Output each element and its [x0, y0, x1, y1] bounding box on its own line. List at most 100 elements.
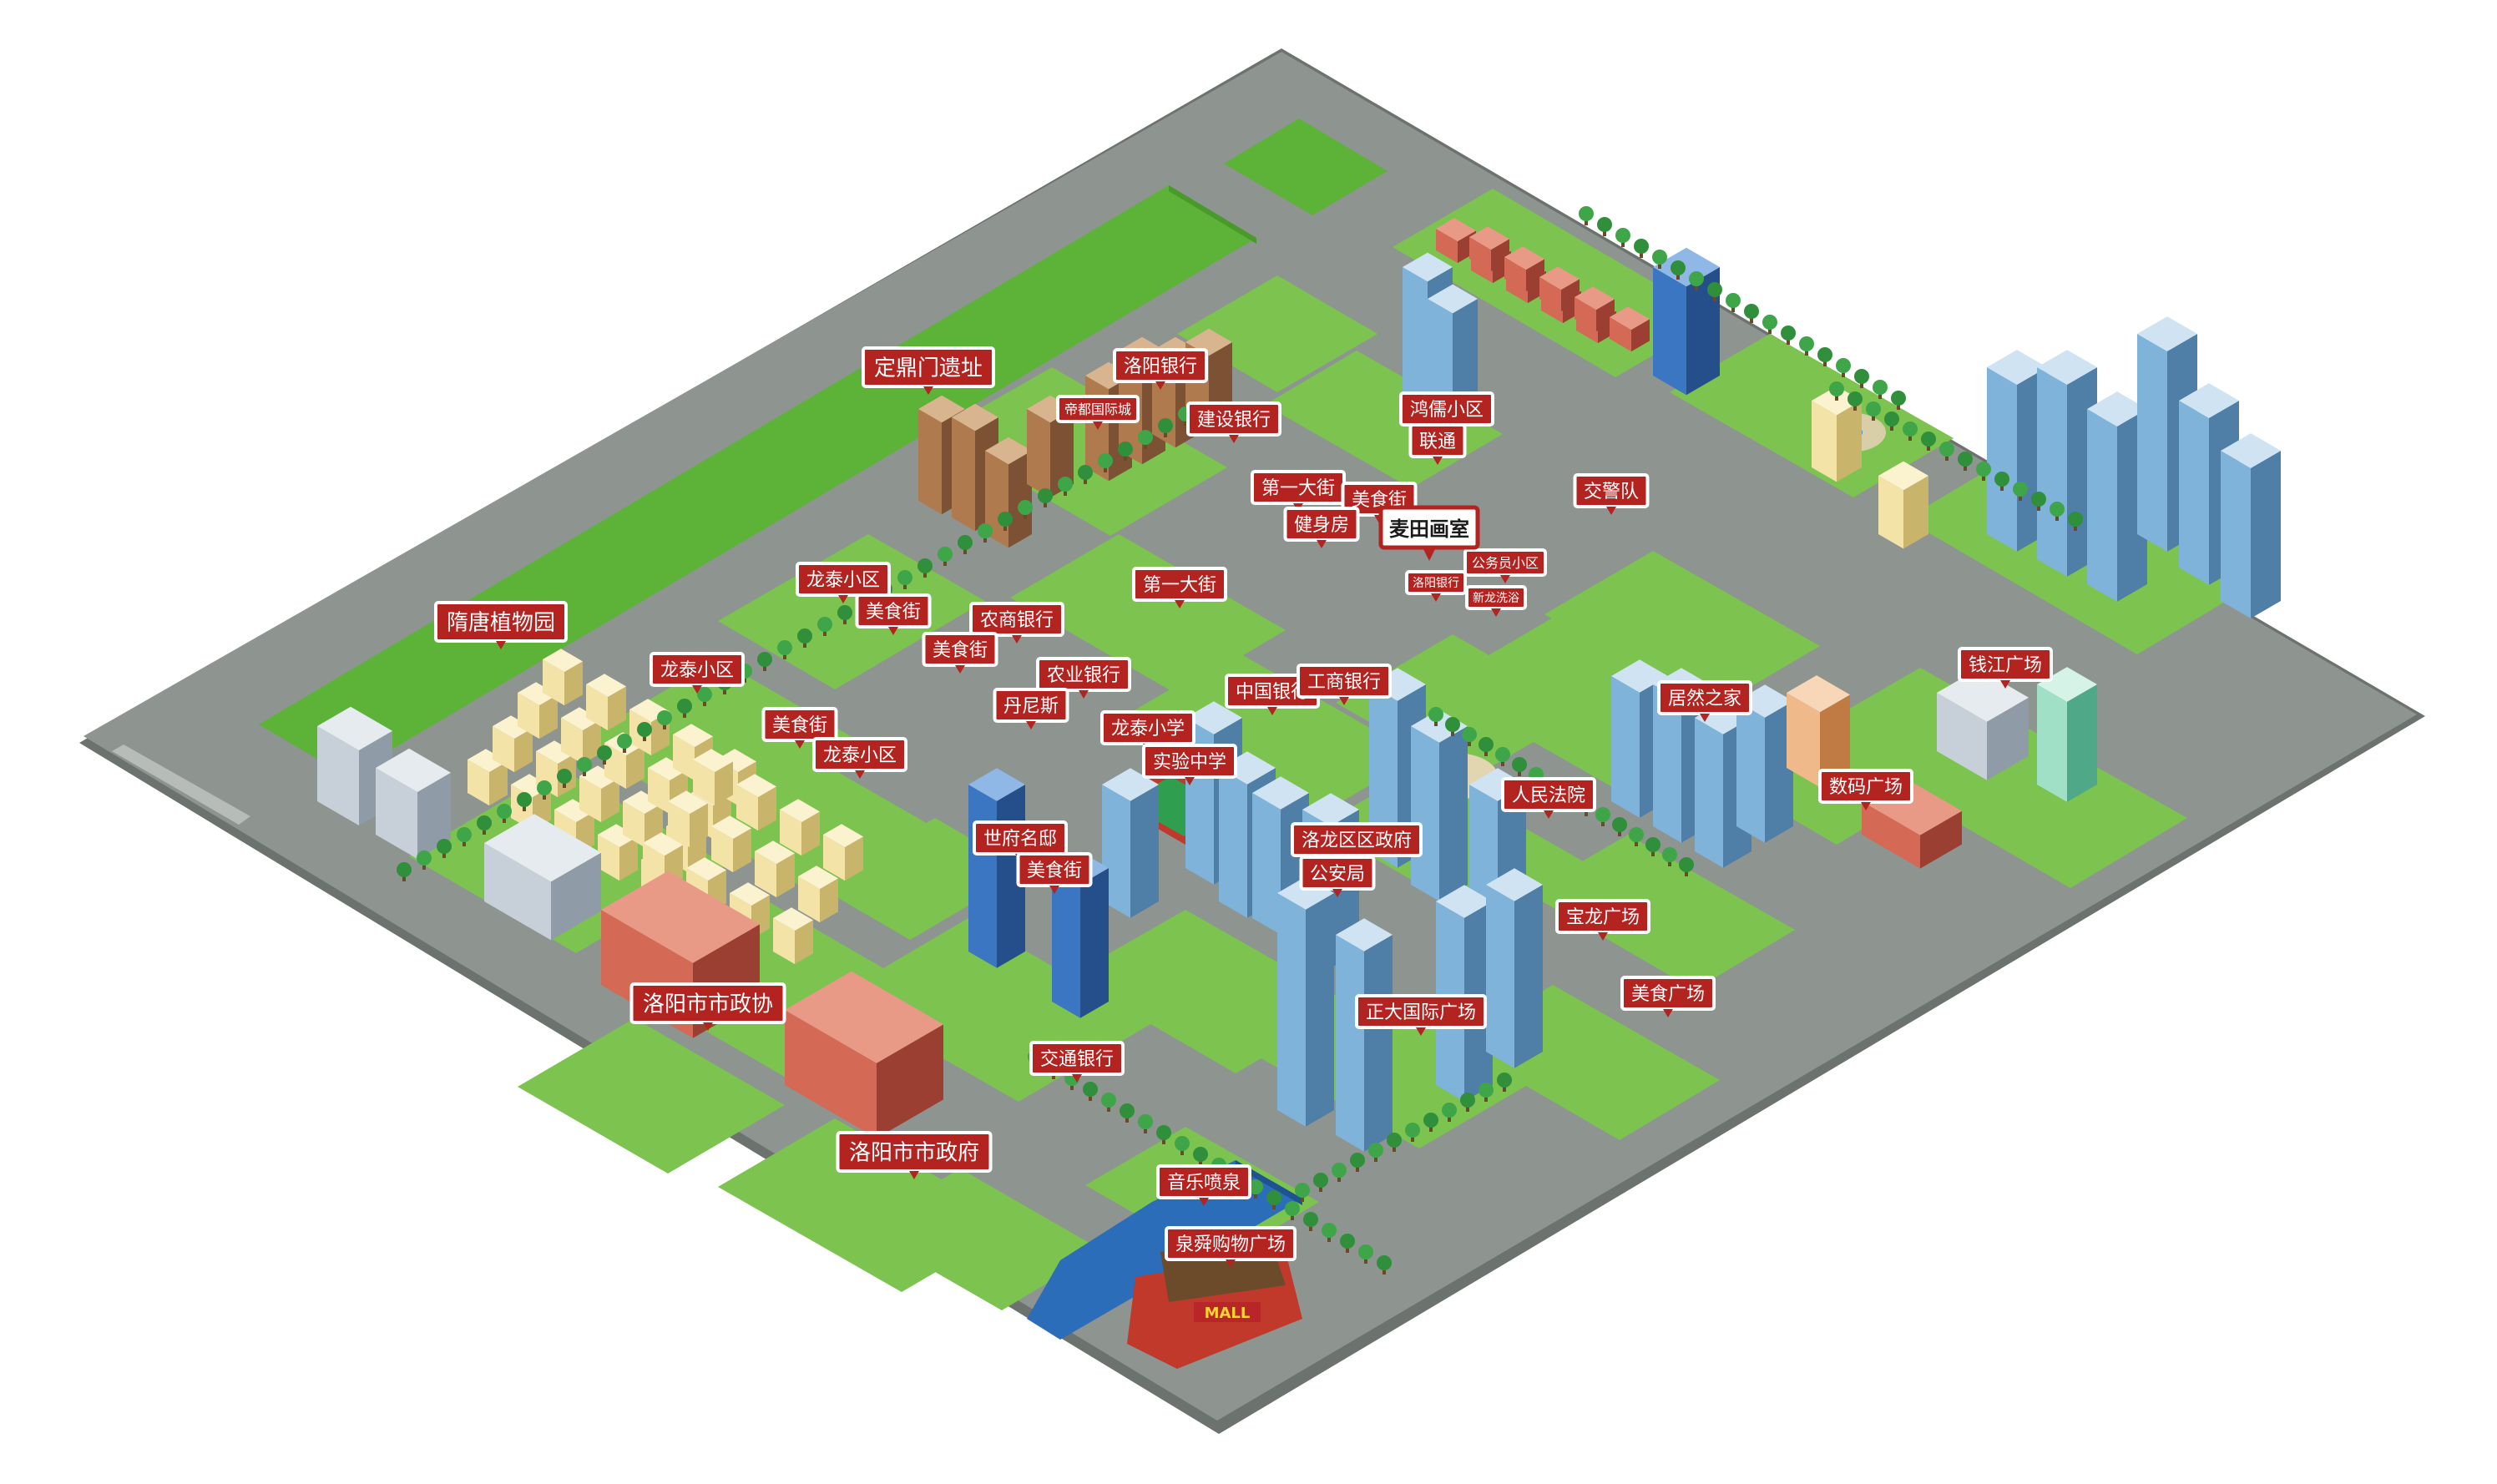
zhengfu-building — [785, 971, 943, 1138]
map-label-dannisi[interactable]: 丹尼斯 — [993, 688, 1069, 729]
map-label-zhengda[interactable]: 正大国际广场 — [1355, 994, 1487, 1036]
map-label-zhengxie[interactable]: 洛阳市市政协 — [629, 982, 786, 1031]
house-b-2-3 — [823, 824, 863, 881]
label-text: 美食广场 — [1631, 984, 1705, 1005]
map-label-diyidajie-2[interactable]: 第一大街 — [1132, 567, 1227, 608]
tree — [1428, 707, 1443, 726]
label-pointer — [1072, 1074, 1082, 1083]
map-label-shiyan[interactable]: 实验中学 — [1142, 744, 1237, 785]
east-tower-3 — [1736, 684, 1793, 843]
tower-right-3 — [2137, 316, 2197, 552]
map-label-longtai-3[interactable]: 龙泰小区 — [812, 737, 907, 779]
map-label-gongshang[interactable]: 工商银行 — [1297, 664, 1392, 705]
map-label-jianshenfang[interactable]: 健身房 — [1283, 507, 1360, 548]
house-2-2 — [604, 732, 644, 790]
map-label-jiaotong[interactable]: 交通银行 — [1029, 1041, 1125, 1083]
map-label-luoyang-bank[interactable]: 洛阳银行 — [1113, 348, 1208, 390]
map-label-baolong[interactable]: 宝龙广场 — [1555, 899, 1650, 941]
label-text: 钱江广场 — [1969, 655, 2042, 676]
tree — [1118, 442, 1133, 461]
blue-block — [1653, 247, 1720, 396]
map-label-gongwuyuan[interactable]: 公务员小区 — [1463, 548, 1547, 583]
label-text: 新龙洗浴 — [1473, 592, 1519, 605]
tree — [577, 757, 592, 776]
map-label-gongan[interactable]: 公安局 — [1299, 856, 1376, 897]
map-label-shifu[interactable]: 世府名邸 — [973, 820, 1068, 862]
tree — [1098, 453, 1113, 472]
map-label-suitang[interactable]: 隋唐植物园 — [434, 601, 568, 649]
label-text: 丹尼斯 — [1003, 696, 1059, 717]
tree — [1460, 1093, 1475, 1112]
label-pointer — [1012, 635, 1022, 644]
house-b-2-2 — [780, 799, 820, 856]
map-label-yinyue[interactable]: 音乐喷泉 — [1156, 1164, 1251, 1206]
label-pointer — [2000, 680, 2010, 689]
label-text: 龙泰小学 — [1111, 719, 1185, 739]
map-label-quanshun[interactable]: 泉舜购物广场 — [1165, 1226, 1297, 1268]
map-label-dingding[interactable]: 定鼎门遗址 — [862, 346, 995, 395]
label-pointer — [888, 627, 898, 635]
tree — [757, 652, 772, 671]
map-label-xinlong[interactable]: 新龙洗浴 — [1465, 585, 1527, 617]
map-label-luoyang-bank-2[interactable]: 洛阳银行 — [1405, 570, 1467, 602]
map-label-meishijie-5[interactable]: 美食街 — [1016, 852, 1093, 894]
map-label-longtai-1[interactable]: 龙泰小区 — [796, 562, 891, 603]
tree — [637, 722, 652, 741]
map-label-renmin[interactable]: 人民法院 — [1501, 777, 1596, 819]
tree — [1303, 1212, 1318, 1231]
label-pointer — [909, 1171, 919, 1179]
label-pointer — [1433, 457, 1443, 465]
tree — [1285, 1201, 1300, 1220]
tree — [837, 605, 852, 624]
tree — [1120, 1103, 1135, 1123]
map-label-diyidajie-1[interactable]: 第一大街 — [1251, 470, 1346, 512]
tree — [497, 804, 512, 823]
map-label-jianshe[interactable]: 建设银行 — [1186, 401, 1281, 443]
tall-tower-0 — [1277, 876, 1334, 1127]
map-label-meishijie-4[interactable]: 美食街 — [761, 707, 838, 749]
label-text: 龙泰小区 — [660, 660, 734, 681]
tree — [1671, 260, 1686, 280]
label-pointer — [1155, 381, 1165, 390]
tree — [777, 640, 792, 659]
label-pointer — [1267, 707, 1277, 715]
label-pointer — [1700, 714, 1710, 722]
label-pointer — [692, 685, 702, 694]
tree — [1445, 717, 1460, 736]
tree — [1829, 381, 1844, 401]
brown-tower-3 — [1027, 395, 1074, 498]
tree — [1817, 347, 1832, 366]
house-b-2-0 — [693, 749, 733, 806]
map-label-nongshang[interactable]: 农商银行 — [969, 602, 1064, 644]
highlight-marker[interactable]: 麦田画室 — [1378, 505, 1480, 561]
tree — [1679, 857, 1694, 876]
map-label-meishijie-3[interactable]: 美食街 — [922, 632, 998, 674]
map-label-longtai-2[interactable]: 龙泰小区 — [650, 652, 745, 694]
label-pointer — [838, 595, 848, 603]
tree — [1078, 465, 1093, 484]
map-label-nongye[interactable]: 农业银行 — [1036, 657, 1131, 699]
map-label-didu[interactable]: 帝都国际城 — [1056, 395, 1140, 430]
map-label-meishijie-2[interactable]: 美食街 — [855, 593, 932, 635]
label-text: 洛阳银行 — [1413, 577, 1459, 590]
qianjiang-building — [1937, 669, 2029, 780]
label-pointer — [703, 1022, 713, 1031]
map-label-liantong[interactable]: 联通 — [1408, 423, 1467, 465]
map-label-luolong-gov[interactable]: 洛龙区区政府 — [1291, 822, 1423, 864]
red-house-1-4 — [1610, 306, 1650, 352]
map-label-jiaojingdui[interactable]: 交警队 — [1573, 473, 1650, 515]
house-b-1-3 — [798, 866, 838, 923]
label-text: 交警队 — [1584, 482, 1639, 502]
tree — [1726, 293, 1741, 312]
map-label-meishi-guangchang[interactable]: 美食广场 — [1620, 976, 1716, 1017]
map-label-shuma[interactable]: 数码广场 — [1818, 769, 1913, 810]
label-text: 人民法院 — [1512, 785, 1585, 806]
map-label-juran[interactable]: 居然之家 — [1657, 680, 1752, 722]
map-label-qianjiang[interactable]: 钱江广场 — [1958, 647, 2053, 689]
label-pointer — [1317, 540, 1327, 548]
house-b-1-0 — [668, 790, 708, 848]
map-label-zhengfu[interactable]: 洛阳市市政府 — [836, 1131, 993, 1179]
label-text: 公安局 — [1310, 864, 1365, 885]
tree — [1579, 206, 1594, 225]
